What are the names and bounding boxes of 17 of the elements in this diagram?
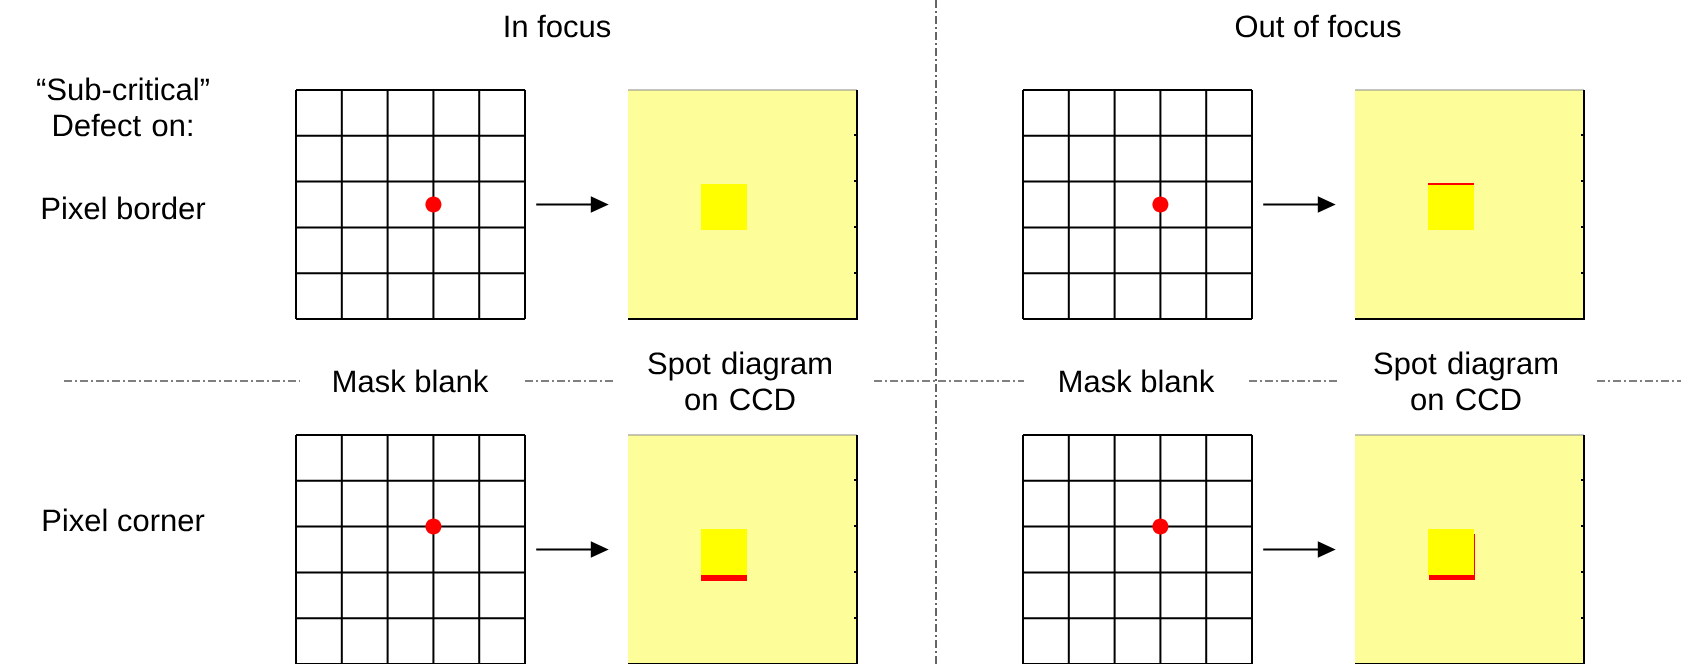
- row-label: Pixel corner: [43, 508, 205, 532]
- column-heading: Out of focus: [1235, 14, 1401, 38]
- caption: Mask blank: [334, 369, 489, 393]
- pixel-grid-drawing: [1022, 434, 1253, 664]
- pixel-grid-drawing: [295, 434, 526, 664]
- row-heading: “Sub-critical” Defect on:: [37, 77, 209, 137]
- row-label: Pixel border: [42, 196, 206, 220]
- spot-diagram-drawing: [1354, 434, 1585, 664]
- caption: Spot diagram on CCD: [1374, 351, 1557, 411]
- spot-diagram-drawing: [627, 89, 858, 320]
- column-heading: In focus: [505, 14, 611, 38]
- caption: Spot diagram on CCD: [648, 351, 831, 411]
- pixel-grid-drawing: [295, 89, 526, 320]
- caption: Mask blank: [1060, 369, 1215, 393]
- spot-diagram-drawing: [627, 434, 858, 664]
- pixel-grid-drawing: [1022, 89, 1253, 320]
- spot-diagram-drawing: [1354, 89, 1585, 320]
